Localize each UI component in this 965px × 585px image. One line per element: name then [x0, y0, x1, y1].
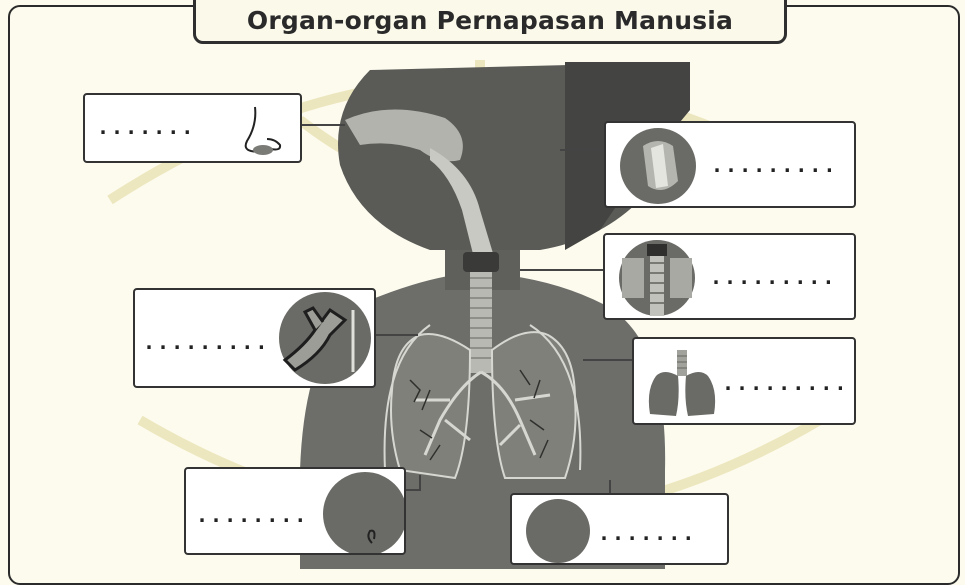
title-box: Organ-organ Pernapasan Manusia [193, 0, 787, 44]
answer-blank-bronchus[interactable]: ......... [143, 330, 269, 354]
label-box-pharynx[interactable]: ......... [604, 121, 856, 208]
label-box-alveoli[interactable]: ....... [510, 493, 729, 565]
pharynx-thumbnail [618, 126, 698, 206]
answer-blank-bronchiole[interactable]: ........ [196, 503, 308, 527]
label-box-bronchus[interactable]: ......... [133, 288, 376, 388]
label-box-bronchiole[interactable]: ........ [184, 467, 406, 555]
label-box-lungs[interactable]: ......... [632, 337, 856, 425]
trachea-thumbnail [617, 238, 697, 318]
diagram-canvas: Organ-organ Pernapasan Manusia ....... .… [0, 0, 965, 569]
bronchiole-thumbnail [318, 469, 406, 555]
answer-blank-alveoli[interactable]: ....... [598, 521, 696, 545]
answer-blank-trachea[interactable]: ......... [710, 265, 836, 289]
lungs-thumbnail [642, 344, 722, 424]
label-box-trachea[interactable]: ......... [603, 233, 856, 320]
nose-icon [85, 95, 302, 163]
answer-blank-lungs[interactable]: ......... [722, 371, 848, 395]
answer-blank-pharynx[interactable]: ......... [711, 153, 837, 177]
label-box-nose[interactable]: ....... [83, 93, 302, 163]
diagram-title: Organ-organ Pernapasan Manusia [247, 6, 733, 35]
bronchus-thumbnail [275, 290, 375, 388]
alveoli-thumbnail [520, 495, 600, 565]
